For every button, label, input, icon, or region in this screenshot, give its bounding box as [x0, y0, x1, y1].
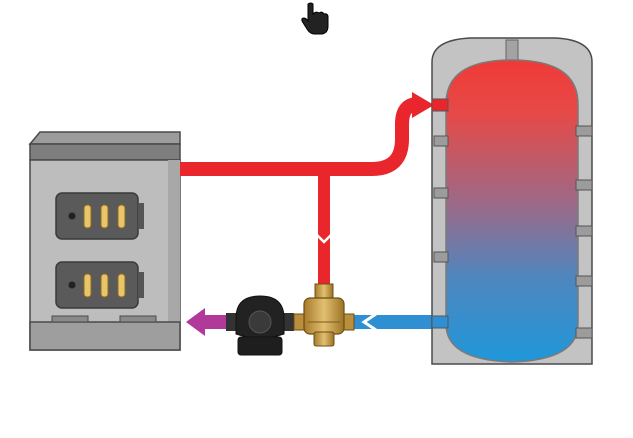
mixed-flow-arrow-icon — [186, 308, 205, 336]
hot-flow-arrow-icon — [412, 92, 434, 118]
hot-supply-pipe — [180, 97, 419, 176]
boiler-lower-door — [55, 261, 144, 309]
tank-vessel — [445, 59, 579, 363]
thermostatic-mixing-valve-icon — [293, 283, 355, 347]
cold-return-pipe — [352, 315, 432, 329]
solid-fuel-boiler-icon — [28, 131, 181, 351]
buffer-tank-icon — [431, 37, 593, 365]
circulation-pump-icon — [226, 295, 294, 356]
bypass-flow-arrow-icon — [315, 233, 333, 244]
boiler-upper-door — [55, 192, 144, 240]
bypass-pipe — [318, 170, 330, 292]
cold-flow-arrow-icon — [361, 312, 377, 332]
mixed-return-pipe — [200, 315, 230, 329]
hand-pointer-icon[interactable] — [301, 2, 329, 35]
